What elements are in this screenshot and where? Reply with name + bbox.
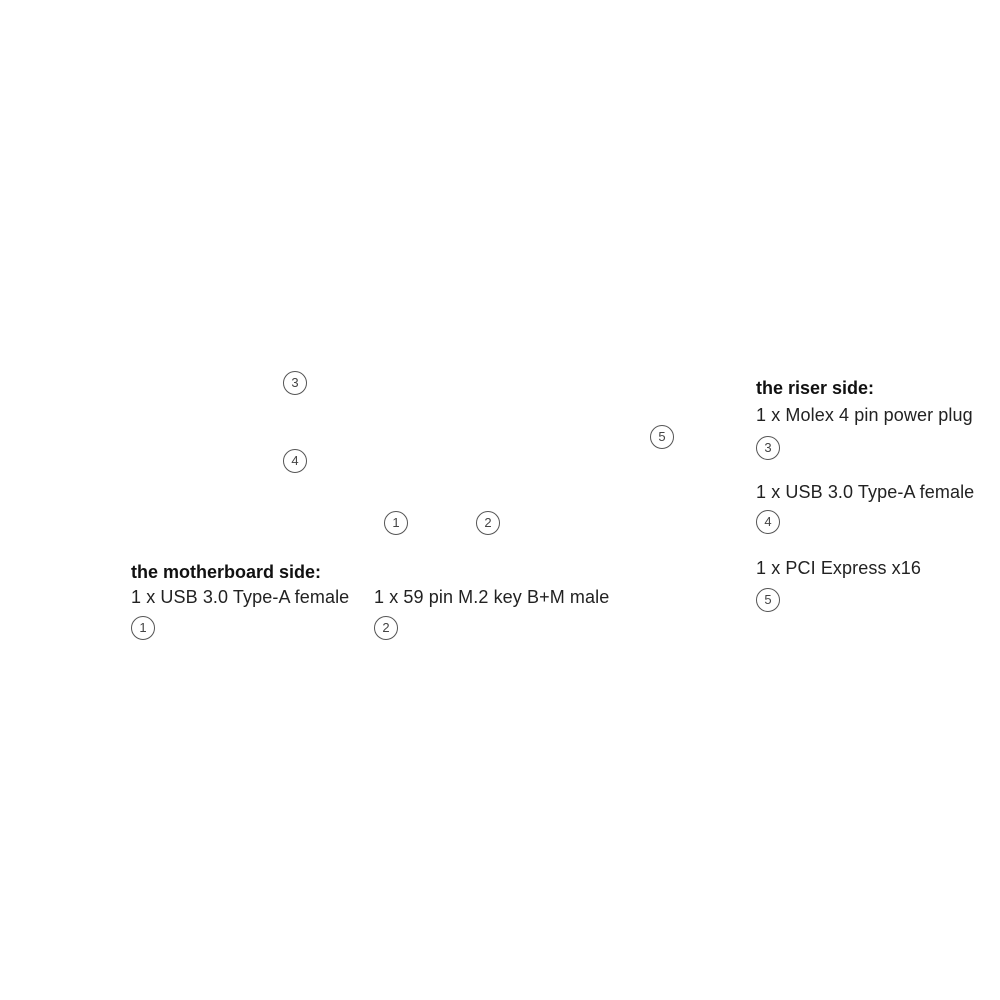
riser-side-heading: the riser side: xyxy=(756,378,875,398)
riser-item-pcie-label: 1 x PCI Express x16 xyxy=(756,558,921,578)
callout-4: 4 xyxy=(283,449,307,473)
legend-number-2: 2 xyxy=(374,616,398,640)
callout-2: 2 xyxy=(476,511,500,535)
motherboard-side-heading: the motherboard side: xyxy=(131,562,322,582)
callout-1: 1 xyxy=(384,511,408,535)
legend-number-3: 3 xyxy=(756,436,780,460)
legend-number-4: 4 xyxy=(756,510,780,534)
legend-number-1: 1 xyxy=(131,616,155,640)
legend-number-5: 5 xyxy=(756,588,780,612)
motherboard-item-m2-label: 1 x 59 pin M.2 key B+M male xyxy=(374,587,610,607)
callout-5: 5 xyxy=(650,425,674,449)
callout-3: 3 xyxy=(283,371,307,395)
motherboard-item-usb-label: 1 x USB 3.0 Type-A female xyxy=(131,587,350,607)
riser-item-usb-label: 1 x USB 3.0 Type-A female xyxy=(756,482,975,502)
riser-item-molex-label: 1 x Molex 4 pin power plug xyxy=(756,405,973,425)
svg-text:CE FC: CE FC xyxy=(512,461,545,473)
